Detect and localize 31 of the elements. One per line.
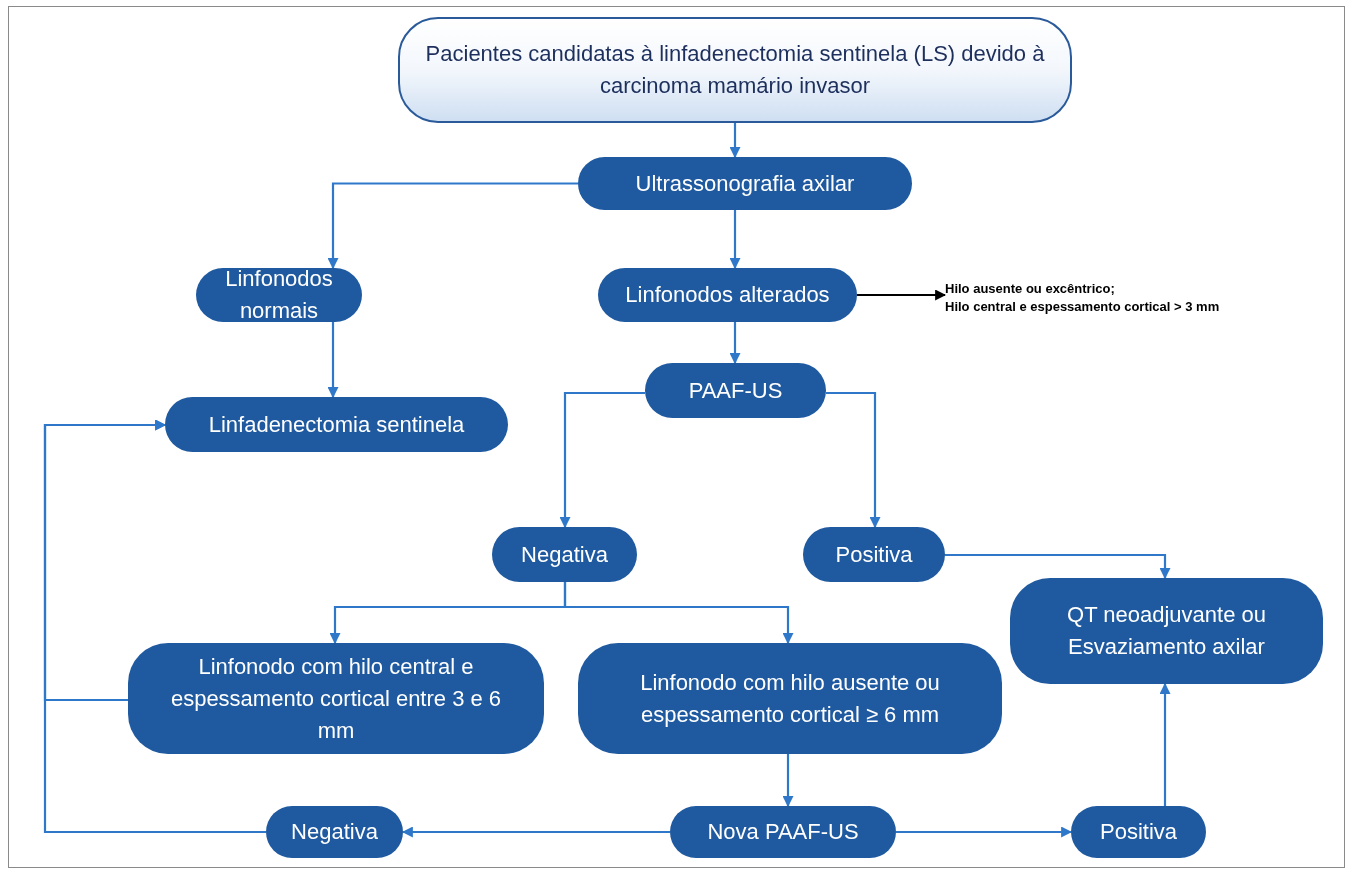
process-pill: Negativa [492, 527, 637, 582]
process-pill: PAAF-US [645, 363, 826, 418]
connector-arrow [896, 826, 1073, 838]
connector-arrow [559, 391, 645, 529]
connector-arrow [729, 322, 741, 365]
process-pill: Negativa [266, 806, 403, 858]
connector-arrow [327, 182, 578, 270]
note-text: Hilo ausente ou excêntrico; [945, 280, 1116, 298]
connector-arrow [729, 210, 741, 270]
connector-arrow [826, 391, 881, 529]
process-pill: Linfadenectomia sentinela [165, 397, 508, 452]
connector-arrow [401, 826, 670, 838]
connector-arrow [782, 754, 794, 808]
process-pill: Linfonodos normais [196, 268, 362, 322]
connector-arrow [43, 419, 266, 834]
process-pill: Linfonodos alterados [598, 268, 857, 322]
start-terminal: Pacientes candidatas à linfadenectomia sentinela (LS) devido à carcinoma mamário invasor [398, 17, 1072, 123]
connector-arrow [857, 289, 947, 301]
note-text: Hilo central e espessamento cortical > 3 mm [945, 298, 1221, 316]
connector-arrow [563, 582, 794, 645]
process-pill: Positiva [803, 527, 945, 582]
connector-arrow [729, 123, 741, 159]
process-pill: Nova PAAF-US [670, 806, 896, 858]
process-pill: Linfonodo com hilo central e espessamento cortical entre 3 e 6 mm [128, 643, 544, 754]
connector-arrow [327, 322, 339, 399]
connector-arrow [945, 553, 1171, 580]
process-pill: QT neoadjuvante ou Esvaziamento axilar [1010, 578, 1323, 684]
process-pill: Linfonodo com hilo ausente ou espessamento cortical ≥ 6 mm [578, 643, 1002, 754]
connector-arrow [1159, 682, 1171, 806]
process-pill: Ultrassonografia axilar [578, 157, 912, 210]
process-pill: Positiva [1071, 806, 1206, 858]
